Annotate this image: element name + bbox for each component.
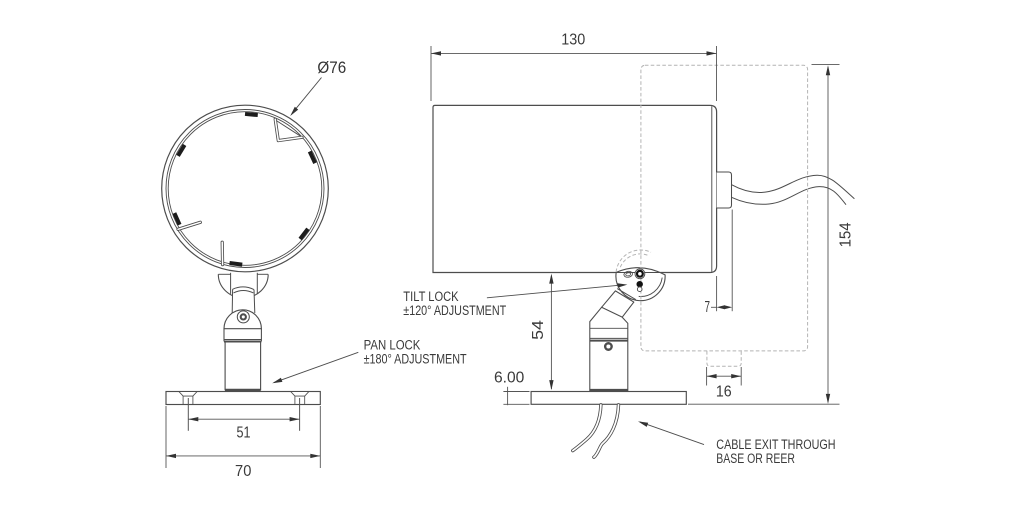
- svg-text:PAN LOCK: PAN LOCK: [364, 338, 421, 353]
- svg-text:154: 154: [837, 222, 854, 247]
- svg-text:51: 51: [237, 424, 251, 441]
- svg-text:TILT LOCK: TILT LOCK: [403, 289, 458, 304]
- svg-text:±120° ADJUSTMENT: ±120° ADJUSTMENT: [403, 303, 506, 318]
- svg-text:70: 70: [235, 463, 251, 480]
- svg-text:BASE OR REER: BASE OR REER: [716, 451, 795, 466]
- svg-text:7: 7: [704, 299, 710, 316]
- svg-text:130: 130: [561, 31, 585, 48]
- svg-text:Ø76: Ø76: [317, 58, 346, 77]
- svg-text:±180° ADJUSTMENT: ±180° ADJUSTMENT: [364, 351, 467, 366]
- svg-text:6.00: 6.00: [494, 369, 524, 386]
- svg-text:16: 16: [716, 383, 732, 400]
- svg-text:54: 54: [530, 320, 547, 340]
- svg-text:CABLE EXIT THROUGH: CABLE EXIT THROUGH: [716, 437, 835, 452]
